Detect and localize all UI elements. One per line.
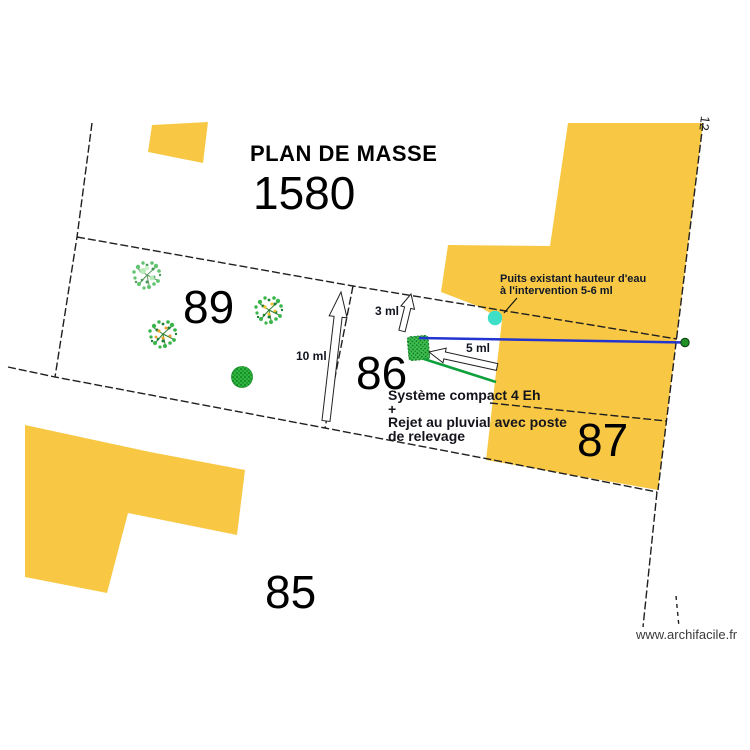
pipe-blue bbox=[418, 336, 686, 344]
parcel-label-89: 89 bbox=[183, 281, 235, 333]
boundary-right-lower bbox=[642, 491, 658, 628]
boundary-left bbox=[54, 122, 93, 378]
parcel-boundaries bbox=[7, 122, 704, 628]
building-right-complex bbox=[441, 123, 703, 490]
pipe-green bbox=[423, 357, 497, 384]
boundary-building-right-edge bbox=[657, 122, 704, 491]
well-leader-line bbox=[503, 297, 518, 314]
parcel-label-85: 85 bbox=[265, 566, 317, 618]
pipe-end-dot bbox=[680, 337, 690, 348]
parcel-label-86: 86 bbox=[356, 347, 408, 399]
arrow-5ml bbox=[427, 347, 499, 371]
main-parcel-number: 1580 bbox=[253, 167, 356, 219]
boundary-right-dash bbox=[675, 595, 680, 628]
well-marker bbox=[487, 310, 503, 326]
plan-title: PLAN DE MASSE bbox=[250, 141, 438, 166]
boundary-86-87 bbox=[489, 402, 667, 422]
tree-fruit-2 bbox=[253, 295, 284, 326]
building-bottom-left bbox=[25, 425, 245, 593]
building-top-left bbox=[148, 122, 208, 163]
measure-label-3ml: 3 ml bbox=[375, 304, 400, 318]
arrow-10ml bbox=[321, 290, 348, 423]
compact-system bbox=[406, 334, 431, 362]
tree-fruit-1 bbox=[147, 319, 178, 350]
bush bbox=[231, 366, 253, 388]
watermark: www.archifacile.fr bbox=[636, 627, 738, 642]
parcel-label-87: 87 bbox=[577, 414, 629, 466]
measure-label-5ml: 5 ml bbox=[466, 341, 491, 355]
tree-light bbox=[131, 260, 162, 291]
boundary-89-86 bbox=[324, 285, 354, 429]
measure-arrows bbox=[321, 290, 499, 423]
well-annotation: Puits existant hauteur d'eau à l'interve… bbox=[500, 273, 647, 297]
arrow-3ml bbox=[398, 292, 416, 333]
measure-label-10ml: 10 ml bbox=[296, 349, 327, 363]
right-boundary-dimension: 12 bbox=[696, 115, 713, 132]
system-annotation: Système compact 4 Eh + Rejet au pluvial … bbox=[388, 387, 567, 444]
